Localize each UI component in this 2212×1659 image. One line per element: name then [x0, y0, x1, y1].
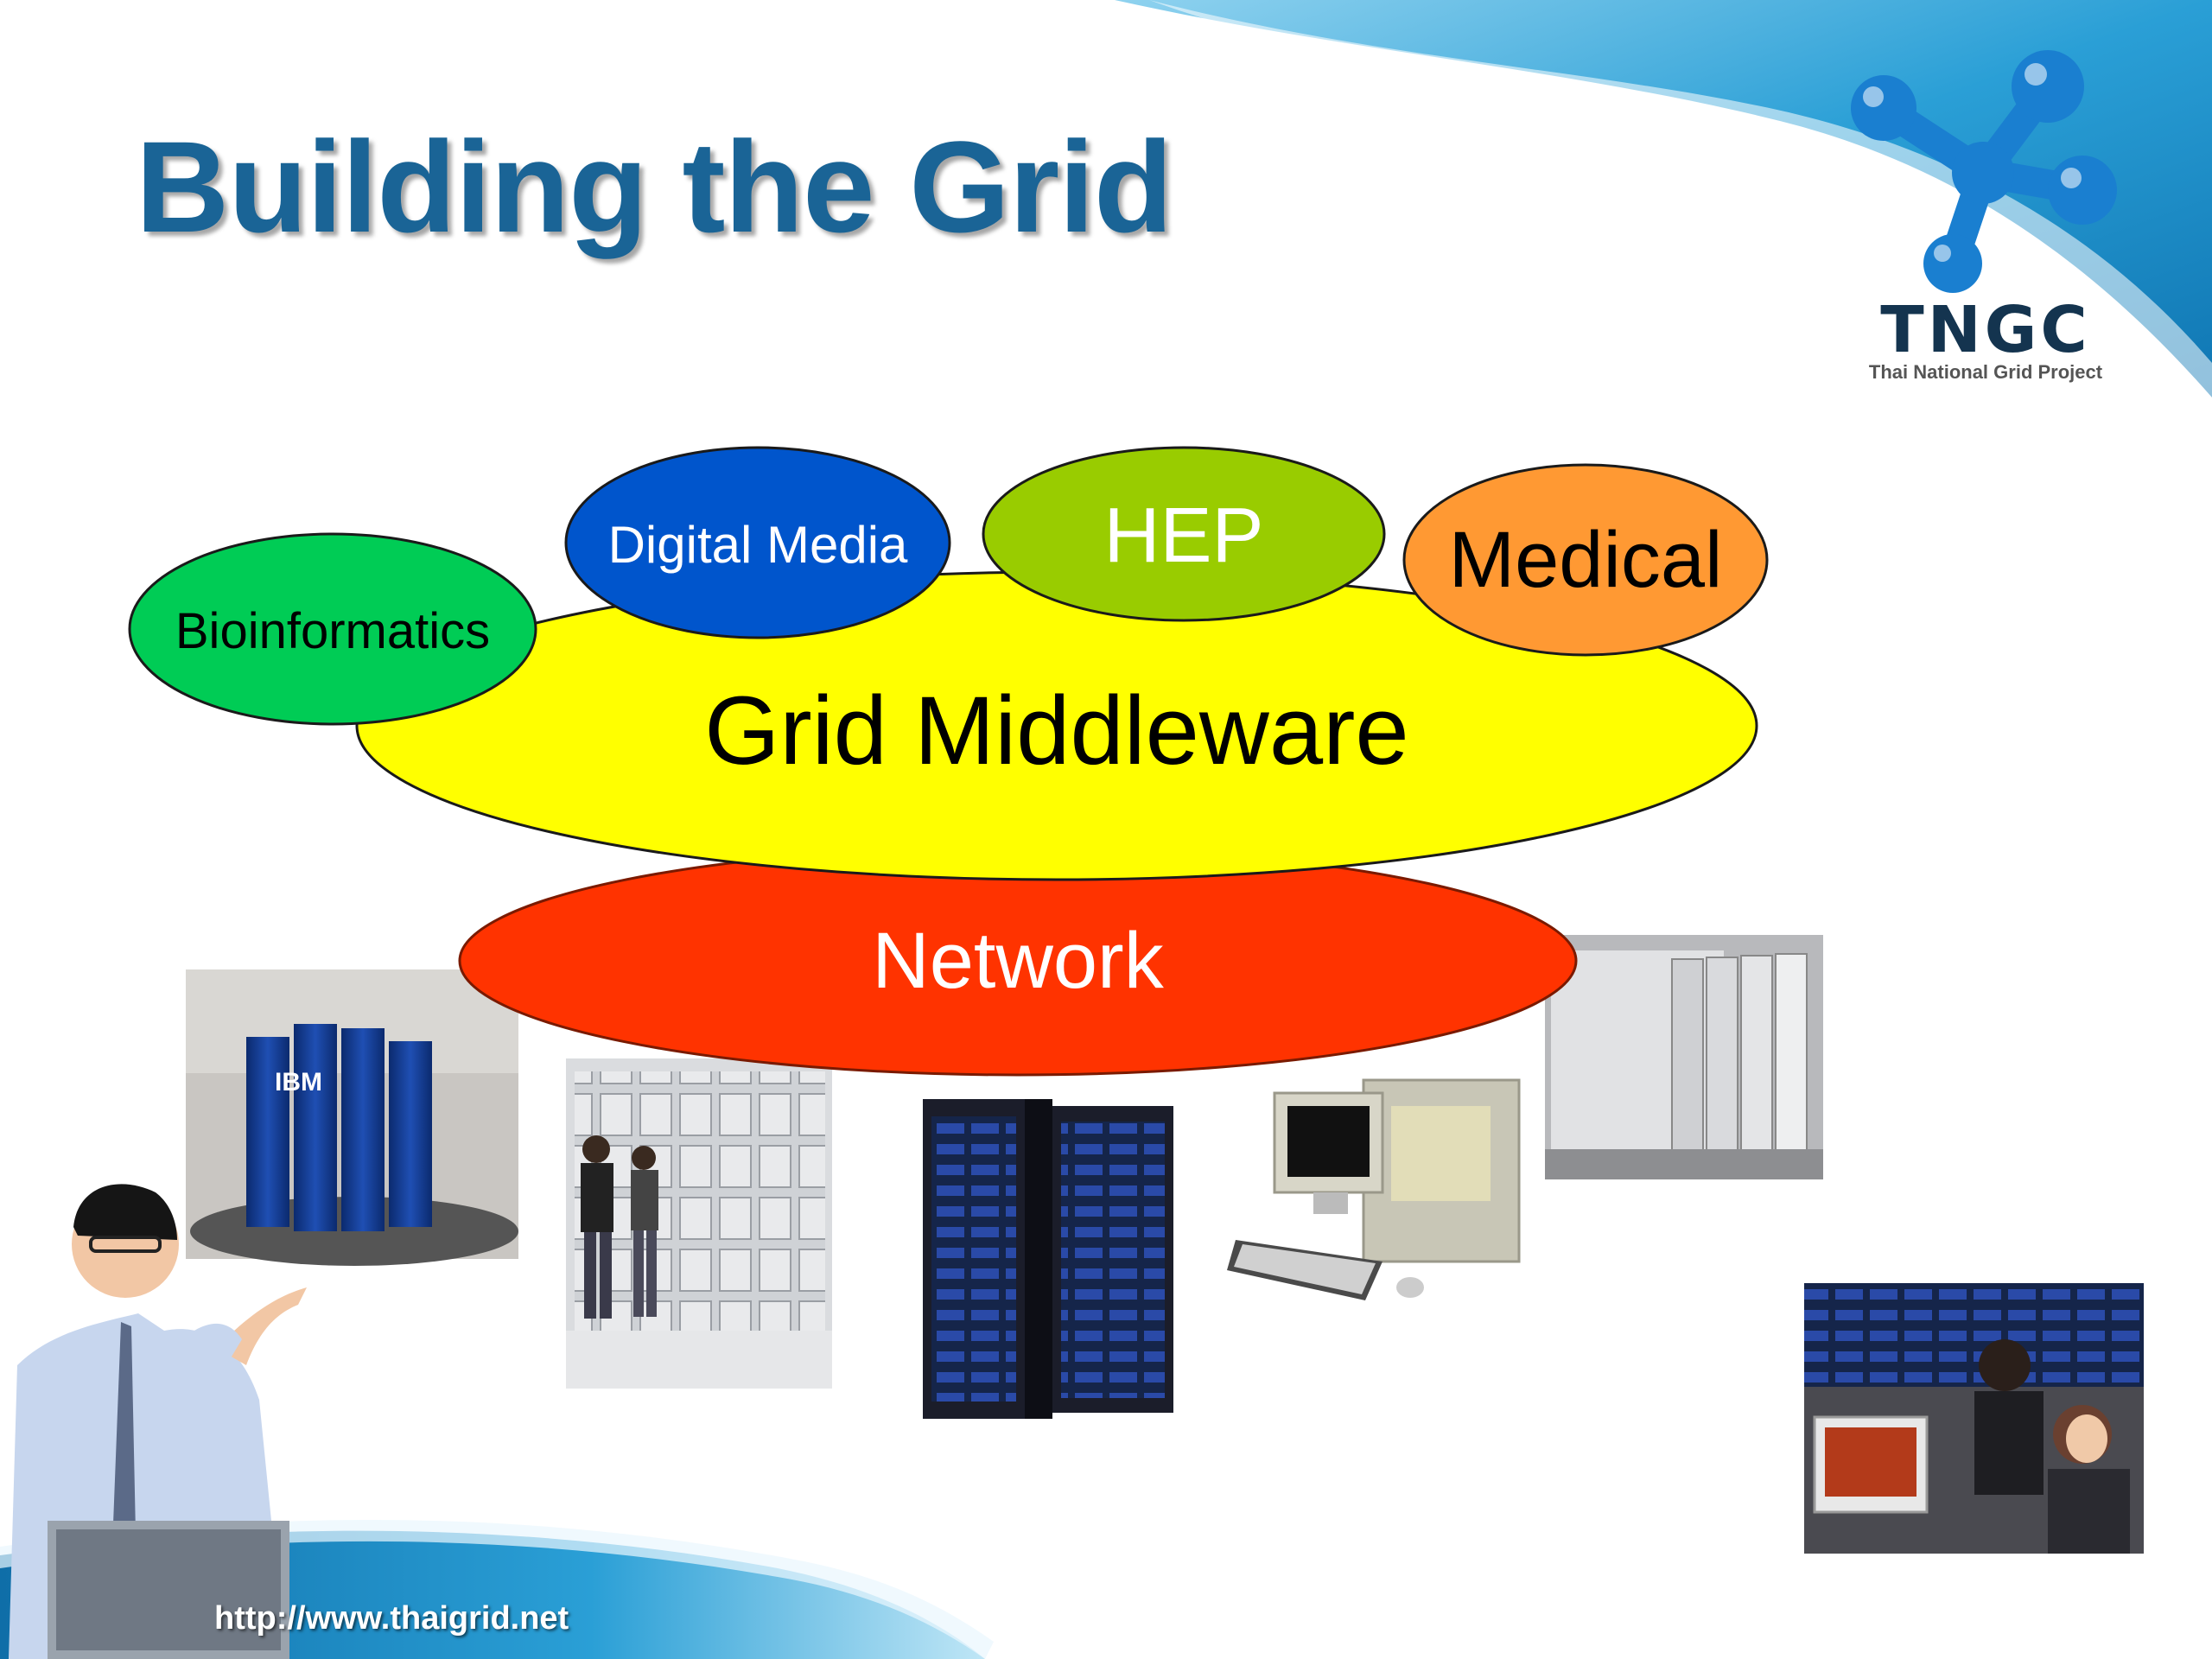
hep-label: HEP — [1103, 492, 1264, 579]
digital-media-label: Digital Media — [607, 515, 908, 574]
digital-media-ellipse — [564, 446, 951, 639]
network-label: Network — [872, 916, 1164, 1005]
photo-server-racks — [923, 1099, 1173, 1419]
footer-url-link[interactable]: http://www.thaigrid.net — [214, 1600, 569, 1637]
bioinformatics-label: Bioinformatics — [175, 602, 491, 659]
bioinformatics-ellipse — [128, 532, 537, 726]
photo-ibm-supercomputer: IBM — [186, 969, 518, 1266]
tngc-logo-icon — [1851, 50, 2117, 293]
photo-cluster-room-people — [566, 1058, 832, 1389]
medical-ellipse — [1402, 463, 1769, 657]
photo-presenter-man — [9, 1184, 307, 1659]
ibm-brand-text: IBM — [275, 1068, 322, 1096]
slide-title: Building the Grid — [136, 114, 1173, 259]
medical-label: Medical — [1448, 515, 1723, 604]
logo-acronym: TNGC — [1880, 293, 2091, 367]
grid-middleware-label: Grid Middleware — [704, 676, 1409, 785]
photo-operators-at-terminal — [1804, 1283, 2144, 1554]
photo-desktop-pc — [1227, 1078, 1521, 1300]
photo-cabinet-row — [1545, 935, 1823, 1179]
logo-tagline: Thai National Grid Project — [1868, 361, 2103, 383]
top-right-swoosh — [1115, 0, 2212, 397]
hep-ellipse — [982, 446, 1386, 622]
